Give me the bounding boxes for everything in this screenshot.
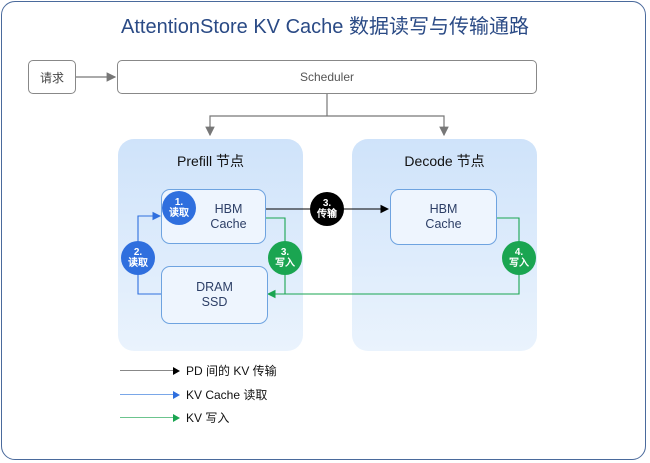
- decode-hbm-cache: HBM Cache: [390, 189, 497, 245]
- prefill-dram-ssd: DRAM SSD: [161, 266, 268, 324]
- badge-read-2: 2. 读取: [121, 241, 155, 275]
- badge-transfer-3: 3. 传输: [310, 192, 344, 226]
- legend-label: PD 间的 KV 传输: [186, 363, 277, 378]
- legend-arrow-black: [120, 366, 180, 375]
- legend-item-pd-transfer: PD 间的 KV 传输: [120, 362, 277, 378]
- badge-write-4: 4. 写入: [502, 241, 536, 275]
- badge-num: 2.: [133, 247, 143, 258]
- badge-label: 传输: [317, 209, 337, 220]
- badge-label: 读取: [128, 258, 148, 269]
- badge-label: 写入: [509, 258, 529, 269]
- legend-arrow-green: [120, 413, 180, 422]
- badge-num: 3.: [280, 247, 290, 258]
- badge-num: 1.: [174, 197, 184, 208]
- badge-label: 读取: [169, 208, 189, 219]
- decode-hbm-line1: HBM: [429, 202, 458, 216]
- scheduler-box: Scheduler: [117, 60, 537, 94]
- badge-label: 写入: [275, 258, 295, 269]
- dram-label: DRAM: [196, 280, 233, 294]
- legend-item-write: KV 写入: [120, 409, 229, 425]
- badge-num: 4.: [514, 247, 524, 258]
- prefill-node-title: Prefill 节点: [177, 153, 244, 169]
- ssd-label: SSD: [201, 295, 228, 309]
- decode-hbm-line2: Cache: [425, 217, 462, 231]
- prefill-hbm-line1: HBM: [214, 201, 243, 216]
- scheduler-to-nodes-arrow: [209, 94, 445, 134]
- legend-label: KV Cache 读取: [186, 387, 268, 402]
- legend-label: KV 写入: [186, 410, 230, 425]
- request-box: 请求: [28, 60, 76, 94]
- legend-item-read: KV Cache 读取: [120, 386, 267, 402]
- badge-read-1: 1. 读取: [162, 191, 196, 225]
- legend-arrow-blue: [120, 390, 180, 399]
- diagram-title: AttentionStore KV Cache 数据读写与传输通路: [121, 16, 529, 38]
- badge-num: 3.: [322, 198, 332, 209]
- badge-write-3: 3. 写入: [268, 241, 302, 275]
- decode-node-title: Decode 节点: [404, 153, 485, 169]
- prefill-hbm-line2: Cache: [210, 216, 247, 231]
